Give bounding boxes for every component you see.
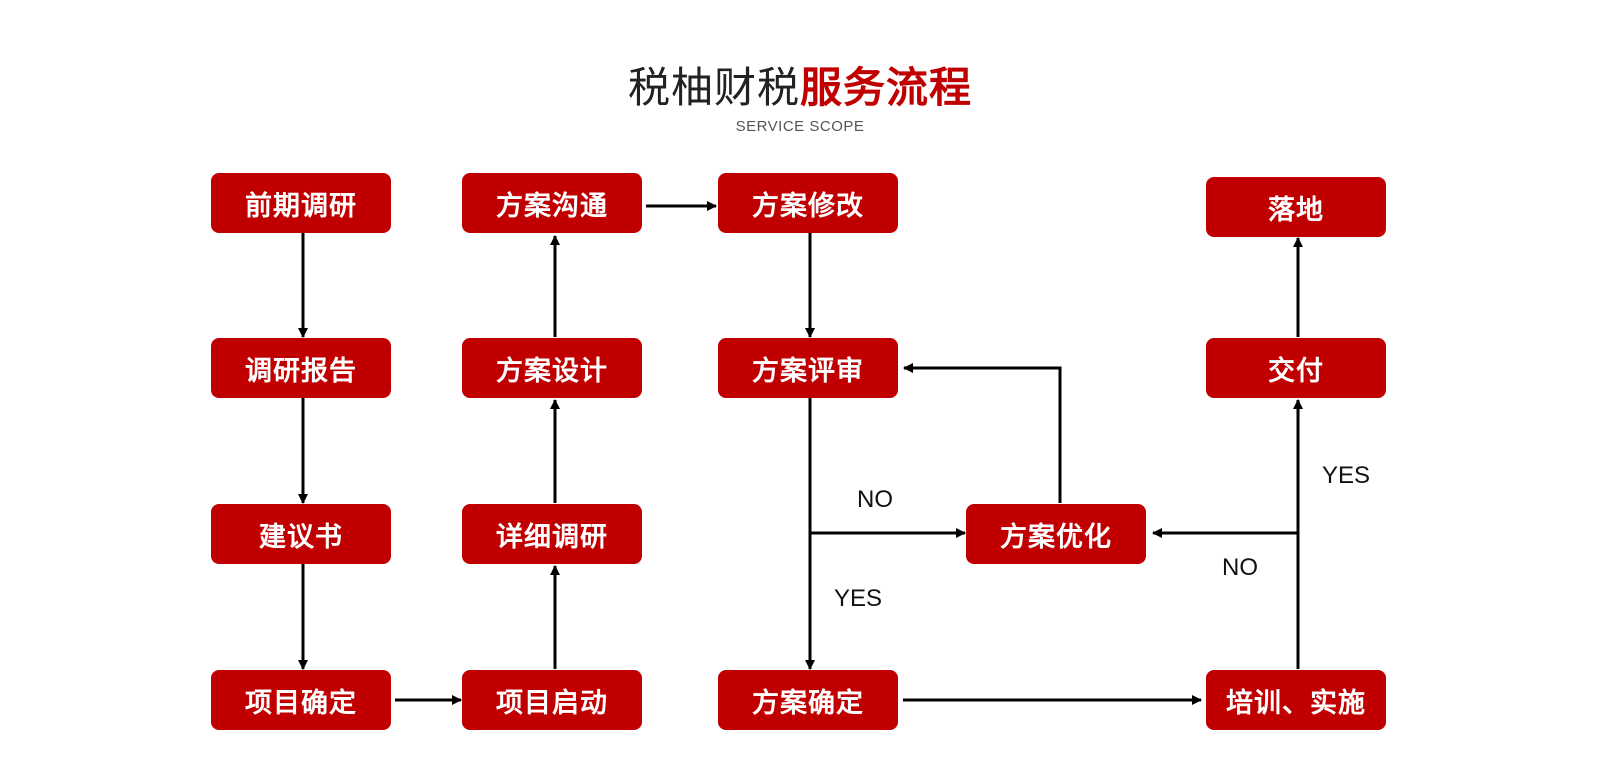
- node-peixun-shishi: 培训、实施: [1206, 670, 1386, 730]
- node-diaoyan-baogao: 调研报告: [211, 338, 391, 398]
- title-brand: 税柚财税: [627, 63, 800, 112]
- node-xiangmu-qidong: 项目启动: [462, 670, 642, 730]
- node-fangan-pingshen: 方案评审: [718, 338, 898, 398]
- node-fangan-goutong: 方案沟通: [462, 173, 642, 233]
- edge-label-impl-no: NO: [1222, 554, 1258, 581]
- node-fangan-queding: 方案确定: [718, 670, 898, 730]
- node-fangan-xiugai: 方案修改: [718, 173, 898, 233]
- node-luodi: 落地: [1206, 177, 1386, 237]
- node-qianqi-diaoyan: 前期调研: [211, 173, 391, 233]
- page-title: 税柚财税服务流程: [0, 60, 1600, 116]
- edge-label-review-no: NO: [857, 486, 893, 513]
- node-jiaofu: 交付: [1206, 338, 1386, 398]
- edge-label-review-yes: YES: [834, 585, 883, 612]
- title-accent: 服务流程: [800, 63, 973, 112]
- node-fangan-sheji: 方案设计: [462, 338, 642, 398]
- node-fangan-youhua: 方案优化: [966, 504, 1146, 564]
- node-jianyishu: 建议书: [211, 504, 391, 564]
- arrow-youhua-to-pingshen: [903, 363, 1062, 503]
- page-subtitle: SERVICE SCOPE: [735, 118, 865, 135]
- node-xiangmu-queding: 项目确定: [211, 670, 391, 730]
- node-xiangxi-diaoyan: 详细调研: [462, 504, 642, 564]
- edge-label-impl-yes: YES: [1322, 462, 1371, 489]
